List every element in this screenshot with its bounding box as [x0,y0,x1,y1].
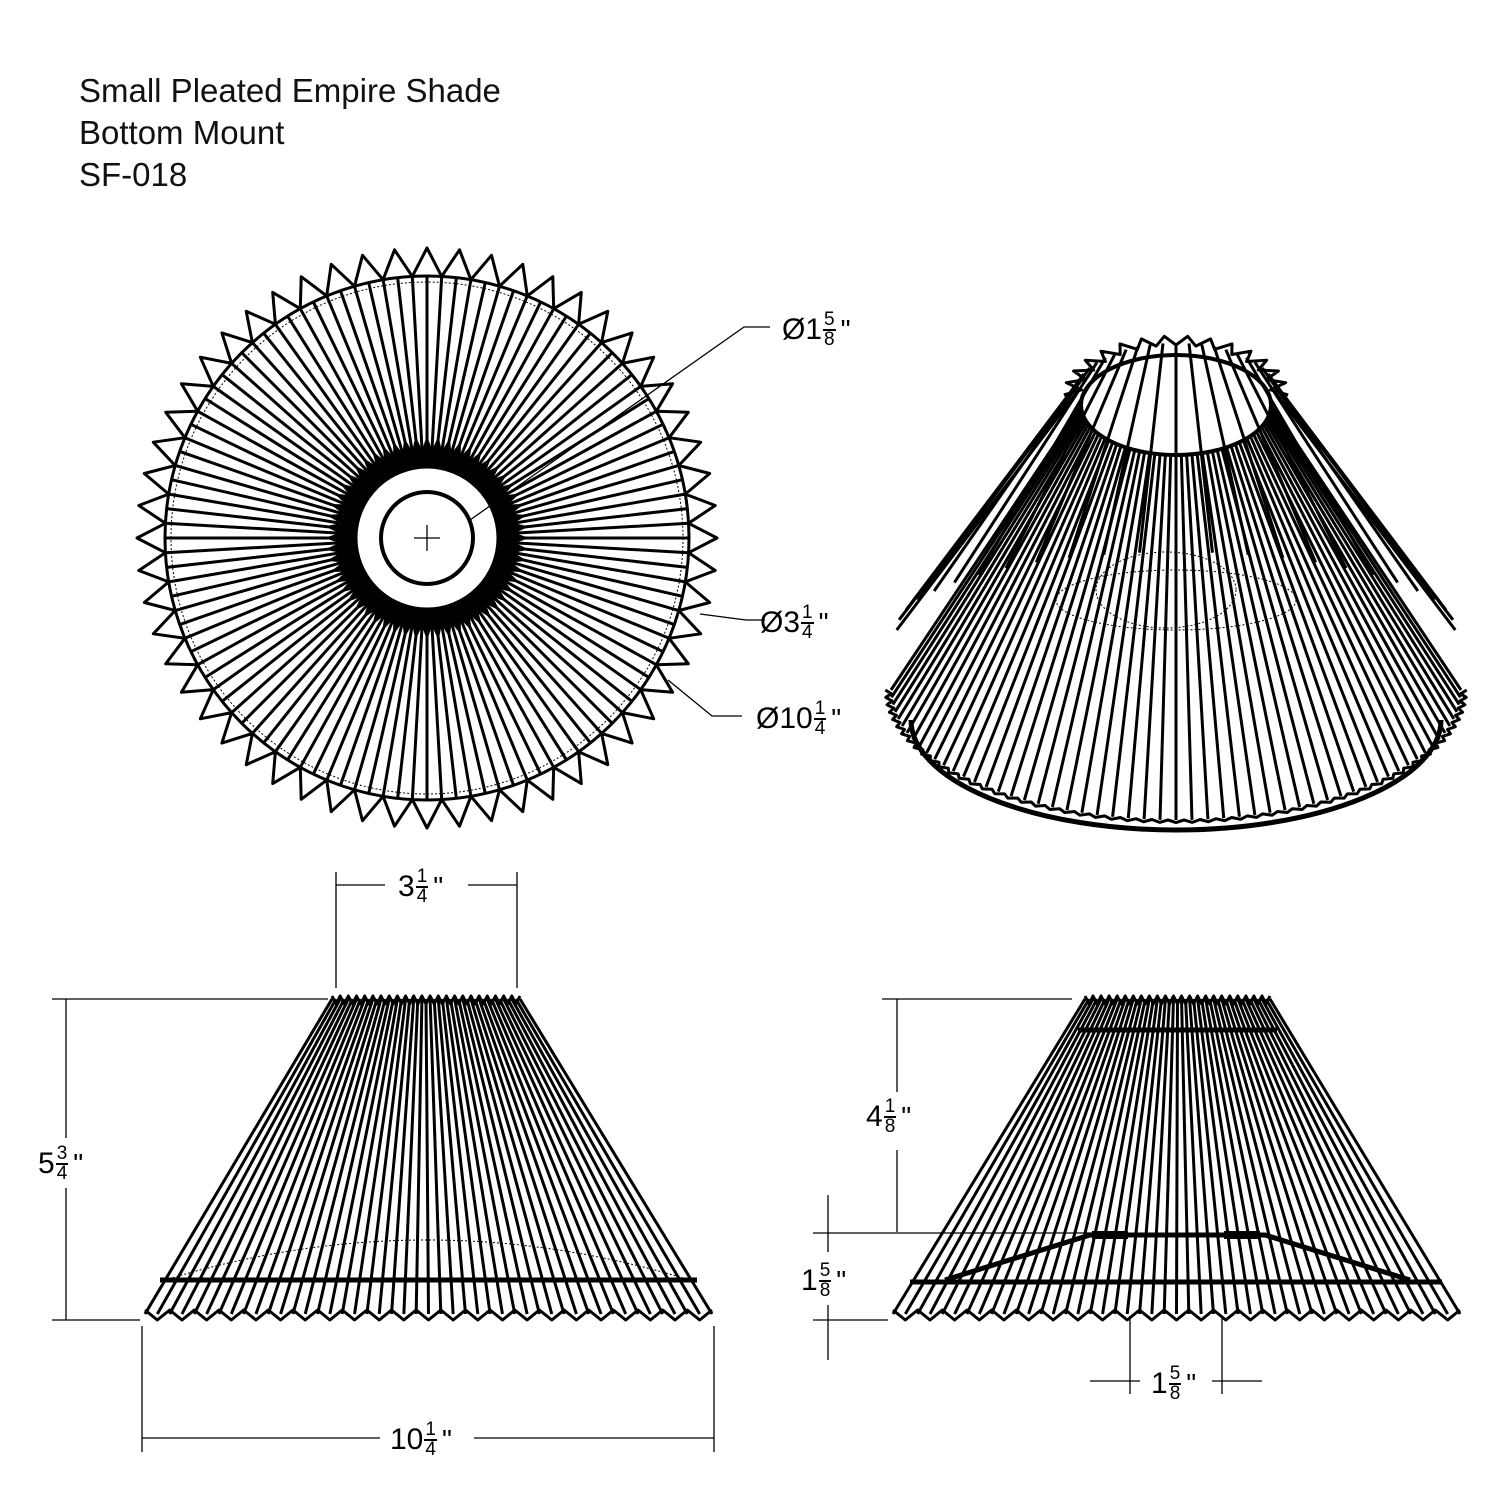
dim-denominator: 8 [884,1116,896,1137]
dim-numerator: 1 [801,602,814,624]
dim-denominator: 4 [416,886,428,907]
dim-unit: " [1186,1368,1197,1399]
dim-whole: 10 [390,1423,424,1456]
dim-whole: 10 [779,702,813,735]
dim-unit: " [433,871,444,902]
dim-unit: " [73,1148,84,1179]
dim-numerator: 5 [823,309,836,331]
dim-denominator: 4 [425,1439,436,1460]
product-code: SF-018 [79,156,188,193]
dim-denominator: 4 [802,622,813,643]
dim-unit: " [836,1265,847,1296]
dim-whole: 3 [783,606,801,639]
dim-unit: " [818,607,829,638]
front-elevation [143,994,714,1322]
dim-whole: 1 [1151,1367,1168,1400]
diameter-symbol: Ø [756,702,780,735]
front-dimension-lines [52,872,715,1452]
product-name: Small Pleated Empire Shade [79,72,501,109]
dim-numerator: 1 [424,1419,437,1441]
dim-whole: 4 [866,1100,883,1133]
dim-numerator: 3 [55,1143,69,1165]
section-dimension-lines [813,998,1262,1394]
dim-whole: 1 [801,1264,818,1297]
title-block: Small Pleated Empire Shade Bottom Mount … [79,70,501,196]
mount-type: Bottom Mount [79,114,285,151]
dim-unit: " [840,314,851,345]
dim-numerator: 5 [818,1260,832,1282]
section-view [891,994,1462,1322]
dim-numerator: 5 [1168,1363,1182,1385]
dim-denominator: 8 [824,329,835,350]
dim-denominator: 4 [56,1163,68,1184]
dim-unit: " [831,703,842,734]
dim-numerator: 1 [883,1096,897,1118]
diameter-symbol: Ø [760,606,784,639]
dim-denominator: 8 [819,1280,831,1301]
dim-denominator: 4 [814,718,826,739]
top-view-leaders [469,326,770,717]
dim-numerator: 1 [813,698,827,720]
diameter-symbol: Ø [782,313,806,346]
dim-numerator: 1 [415,866,429,888]
dim-denominator: 8 [1169,1383,1181,1404]
dim-whole: 1 [805,313,823,346]
perspective-view [884,334,1468,833]
dim-unit: " [441,1424,452,1455]
dim-whole: 5 [38,1147,55,1180]
top-view [135,246,719,830]
dim-unit: " [901,1101,912,1132]
dim-whole: 3 [398,870,415,903]
